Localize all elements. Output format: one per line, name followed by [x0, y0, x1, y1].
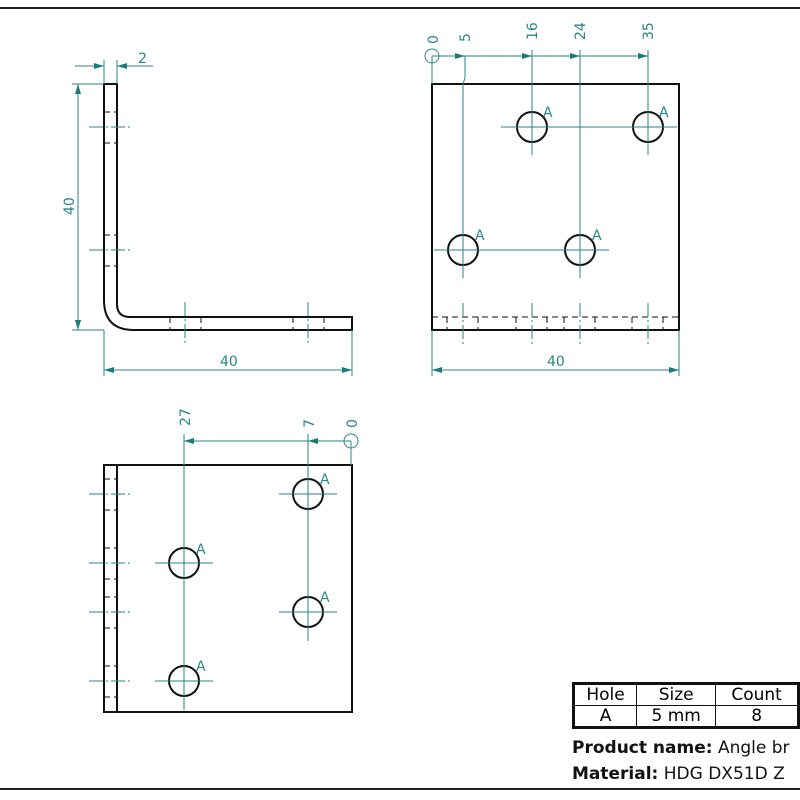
- x-dim: 5: [458, 33, 474, 42]
- x-dim: 27: [178, 408, 194, 426]
- side-view: 2 40 40: [62, 51, 353, 376]
- x-dim: 35: [641, 22, 657, 40]
- product-label: Product name:: [572, 738, 713, 758]
- header-hole: Hole: [572, 683, 638, 706]
- hole-label: A: [592, 228, 602, 244]
- hole-label: A: [196, 542, 206, 558]
- header-count: Count: [715, 683, 799, 706]
- x-dim: 24: [573, 22, 589, 40]
- thickness-dim: 2: [138, 51, 147, 67]
- material-value: HDG DX51D Z: [663, 764, 785, 784]
- header-size: Size: [636, 683, 717, 706]
- product-name: Product name: Angle br: [572, 738, 790, 758]
- cell-count: 8: [715, 705, 799, 728]
- cell-size: 5 mm: [636, 705, 717, 728]
- width-dim: 40: [547, 354, 565, 370]
- x-dim: 16: [525, 22, 541, 40]
- product-value: Angle br: [717, 738, 790, 758]
- front-view: 0 5 16 24 35 40 A A A A: [424, 22, 680, 376]
- material-label: Material:: [572, 764, 659, 784]
- cell-hole: A: [572, 705, 638, 728]
- hole-label: A: [196, 659, 206, 675]
- height-dim: 40: [62, 197, 78, 215]
- table-row: A 5 mm 8: [572, 705, 799, 728]
- material: Material: HDG DX51D Z: [572, 764, 785, 784]
- hole-label: A: [320, 590, 330, 606]
- hole-table: Hole Size Count A 5 mm 8: [572, 682, 800, 729]
- hole-label: A: [320, 472, 330, 488]
- origin-label: 0: [345, 419, 361, 428]
- hole-label: A: [543, 105, 553, 121]
- width-dim: 40: [220, 354, 238, 370]
- hole-label: A: [659, 105, 669, 121]
- bottom-view: 0 7 27 A A A A: [89, 408, 361, 713]
- x-dim: 7: [302, 419, 318, 428]
- hole-label: A: [475, 228, 485, 244]
- table-header-row: Hole Size Count: [572, 683, 799, 706]
- origin-label: 0: [426, 35, 442, 44]
